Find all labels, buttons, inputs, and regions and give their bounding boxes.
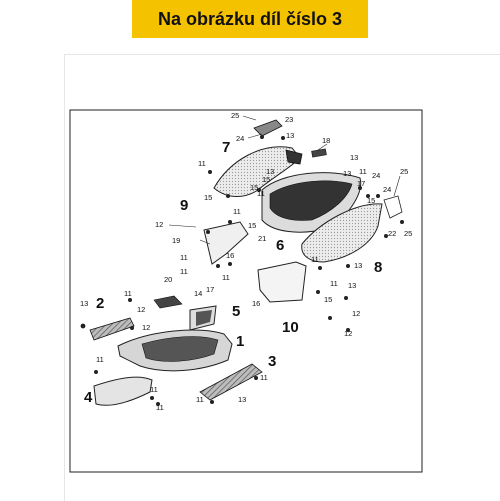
part-10-lower-panel [257, 261, 307, 303]
callout-19: 19 [172, 236, 180, 245]
callout-13: 13 [348, 281, 356, 290]
callout-13: 13 [354, 261, 362, 270]
callout-23: 23 [285, 115, 293, 124]
callout-11: 11 [180, 253, 188, 262]
label-part-1: 1 [236, 333, 244, 350]
callout-11: 11 [180, 267, 188, 276]
callout-13: 13 [286, 131, 294, 140]
callout-15: 15 [250, 183, 258, 192]
part-23-bracket [253, 119, 283, 137]
callout-12: 12 [142, 323, 150, 332]
callout-13: 13 [80, 299, 88, 308]
part-18-clip [311, 148, 327, 158]
part-8-side-cover [301, 203, 383, 263]
label-part-9: 9 [180, 197, 188, 214]
callout-24: 24 [236, 134, 244, 143]
callout-15: 15 [324, 295, 332, 304]
callout-17: 17 [206, 285, 214, 294]
callout-25: 25 [400, 167, 408, 176]
callout-20: 20 [164, 275, 172, 284]
part-9-panel [203, 221, 249, 265]
diagram-border [69, 109, 423, 473]
callout-16: 16 [226, 251, 234, 260]
callout-12: 12 [352, 309, 360, 318]
callout-13: 13 [343, 169, 351, 178]
part-20-bracket [153, 295, 183, 309]
label-part-5: 5 [232, 303, 240, 320]
callout-11: 11 [330, 279, 338, 288]
callout-11: 11 [311, 255, 319, 264]
callout-15: 15 [248, 221, 256, 230]
callout-18: 18 [322, 136, 330, 145]
callout-11: 11 [198, 159, 206, 168]
label-part-3: 3 [268, 353, 276, 370]
callout-11: 11 [96, 355, 104, 364]
callout-25: 25 [231, 111, 239, 120]
callout-11: 11 [150, 385, 158, 394]
callout-13: 13 [350, 153, 358, 162]
callout-13: 13 [238, 395, 246, 404]
callout-21: 21 [258, 234, 266, 243]
callout-11: 11 [156, 403, 164, 412]
label-part-4: 4 [84, 389, 93, 406]
label-part-7: 7 [222, 139, 230, 156]
callout-11: 11 [359, 167, 367, 176]
part-7-front-cover [213, 146, 301, 197]
callout-13: 13 [266, 167, 274, 176]
callout-24: 24 [383, 185, 391, 194]
diagram-frame [64, 54, 500, 501]
callout-17: 17 [357, 179, 365, 188]
label-part-2: 2 [96, 295, 104, 312]
banner-text: Na obrázku díl číslo 3 [157, 8, 343, 29]
callout-12: 12 [137, 305, 145, 314]
callout-15: 15 [262, 175, 270, 184]
callout-12: 12 [155, 220, 163, 229]
title-banner: Na obrázku díl číslo 3 [132, 0, 368, 38]
callout-15: 15 [367, 196, 375, 205]
callout-11: 11 [124, 289, 132, 298]
callout-24: 24 [372, 171, 380, 180]
label-part-10: 10 [282, 319, 299, 336]
callout-15: 15 [204, 193, 212, 202]
part-3-floor-strip [199, 363, 263, 401]
callout-22: 22 [388, 229, 396, 238]
callout-14: 14 [194, 289, 202, 298]
label-part-6: 6 [276, 237, 284, 254]
callout-11: 11 [257, 189, 265, 198]
callout-11: 11 [222, 273, 230, 282]
callout-25: 25 [404, 229, 412, 238]
callout-16: 16 [252, 299, 260, 308]
callout-12: 12 [344, 329, 352, 338]
callout-11: 11 [233, 207, 241, 216]
callout-11: 11 [260, 373, 268, 382]
label-part-8: 8 [374, 259, 382, 276]
callout-11: 11 [196, 395, 204, 404]
part-2-floor-strip [89, 317, 135, 341]
part-4-under-tray [93, 376, 153, 406]
